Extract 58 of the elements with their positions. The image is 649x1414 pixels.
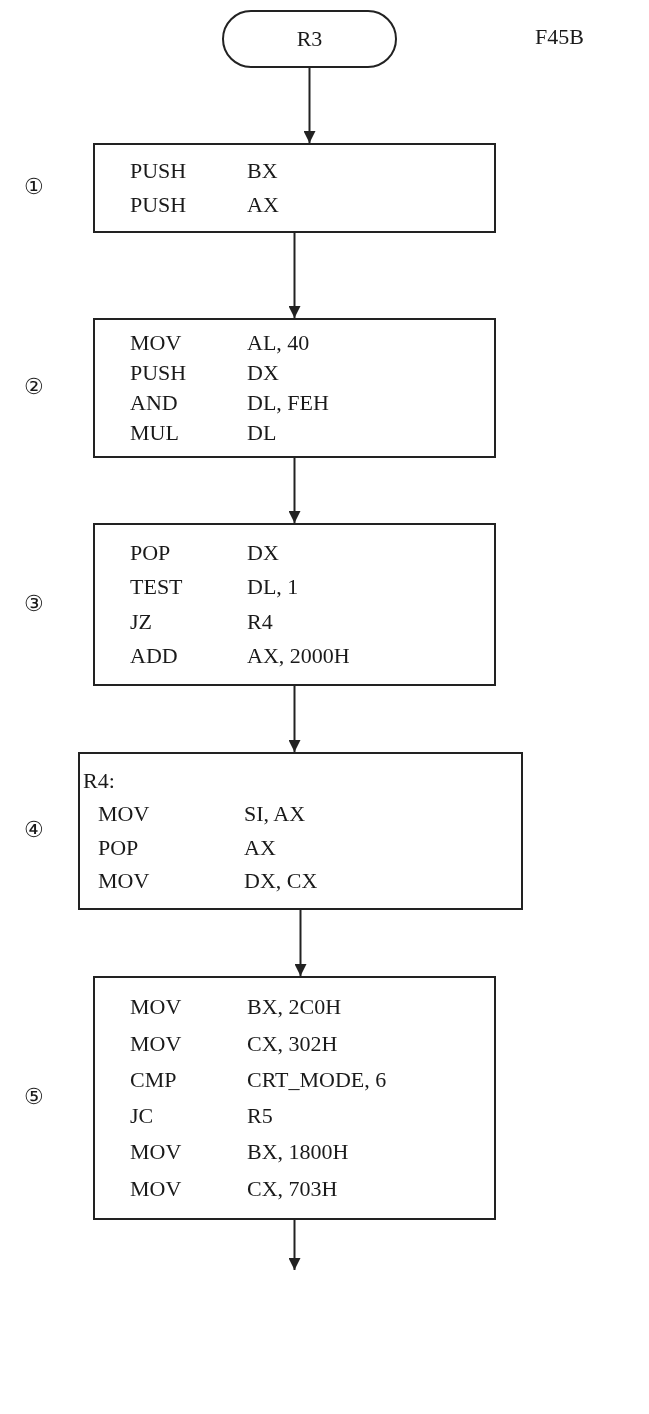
- instruction-mnemonic: ADD: [130, 643, 179, 670]
- step-number: ⑤: [24, 1084, 44, 1110]
- instruction-mnemonic: MOV: [130, 1139, 183, 1166]
- instruction-mnemonic: MOV: [130, 1175, 183, 1202]
- instruction-mnemonic: JC: [130, 1103, 155, 1130]
- arrow: [288, 1219, 301, 1271]
- instruction-mnemonic: MUL: [130, 420, 180, 446]
- instruction-mnemonic: CMP: [130, 1066, 178, 1093]
- instruction-operand: DL: [247, 420, 277, 446]
- terminal-shape: [222, 10, 397, 68]
- arrow: [288, 685, 301, 753]
- process-box: [93, 143, 496, 233]
- instruction-mnemonic: TEST: [130, 574, 184, 601]
- code-label: R4:: [82, 767, 116, 794]
- arrow: [303, 67, 316, 144]
- arrow: [294, 909, 307, 977]
- instruction-operand: DL, FEH: [247, 390, 329, 416]
- instruction-mnemonic: JZ: [130, 608, 153, 635]
- instruction-mnemonic: POP: [98, 834, 140, 861]
- instruction-operand: SI, AX: [244, 801, 306, 828]
- instruction-operand: DL, 1: [247, 574, 299, 601]
- instruction-operand: AL, 40: [247, 330, 310, 356]
- instruction-operand: DX, CX: [244, 868, 318, 895]
- process-box: [93, 523, 496, 686]
- process-box: [78, 752, 523, 910]
- instruction-mnemonic: MOV: [130, 994, 183, 1021]
- instruction-operand: DX: [247, 539, 279, 566]
- instruction-operand: BX, 2C0H: [247, 994, 342, 1021]
- arrow: [288, 232, 301, 319]
- instruction-mnemonic: MOV: [98, 801, 151, 828]
- instruction-mnemonic: MOV: [98, 868, 151, 895]
- instruction-operand: CX, 703H: [247, 1175, 338, 1202]
- instruction-mnemonic: MOV: [130, 1030, 183, 1057]
- instruction-operand: BX, 1800H: [247, 1139, 349, 1166]
- step-number: ①: [24, 174, 44, 200]
- instruction-operand: BX: [247, 158, 278, 185]
- instruction-mnemonic: POP: [130, 539, 172, 566]
- instruction-mnemonic: PUSH: [130, 158, 188, 185]
- instruction-operand: AX, 2000H: [247, 643, 350, 670]
- instruction-operand: CX, 302H: [247, 1030, 338, 1057]
- step-number: ②: [24, 374, 44, 400]
- instruction-mnemonic: PUSH: [130, 360, 188, 386]
- instruction-mnemonic: MOV: [130, 330, 183, 356]
- instruction-operand: AX: [244, 834, 276, 861]
- process-box: [93, 318, 496, 458]
- process-box: [93, 976, 496, 1220]
- instruction-operand: R5: [247, 1103, 273, 1130]
- figure-id-label: F45B: [535, 24, 584, 50]
- terminal-label: R3: [296, 26, 323, 52]
- instruction-mnemonic: AND: [130, 390, 179, 416]
- arrow: [288, 457, 301, 524]
- step-number: ③: [24, 590, 44, 617]
- instruction-operand: DX: [247, 360, 279, 386]
- instruction-operand: AX: [247, 191, 279, 218]
- step-number: ④: [24, 817, 44, 843]
- instruction-operand: CRT_MODE, 6: [247, 1066, 387, 1093]
- instruction-operand: R4: [247, 608, 273, 635]
- instruction-mnemonic: PUSH: [130, 191, 188, 218]
